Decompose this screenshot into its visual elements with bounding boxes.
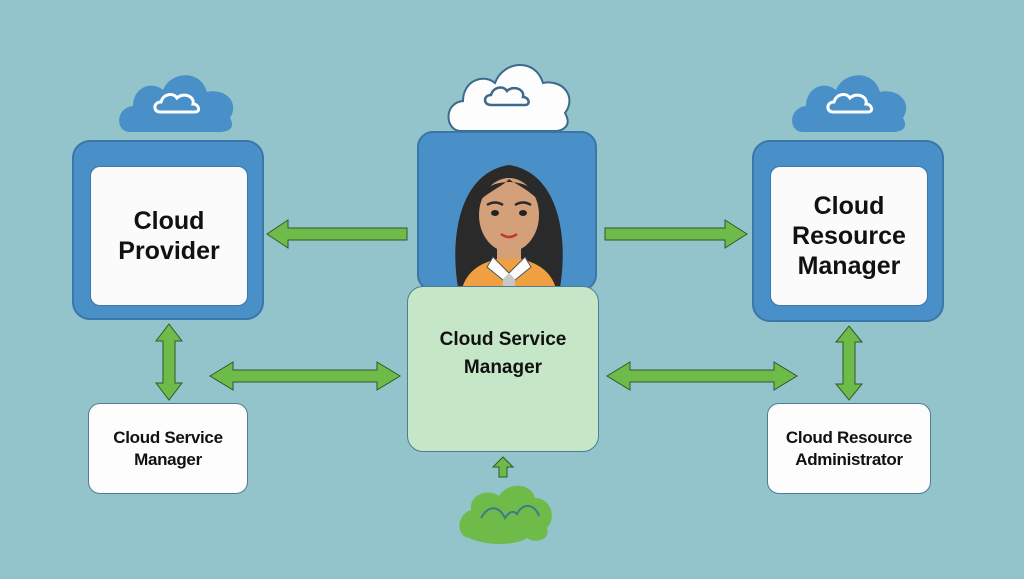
arrow-resource-manager-to-administrator [834,325,864,401]
crm-label-3: Manager [797,252,901,280]
csm-left-label-1: Cloud Service [113,427,223,447]
cra-label-1: Cloud Resource [785,427,913,447]
arrow-person-to-provider [266,219,408,249]
arrow-person-to-resource-manager [604,219,748,249]
arrow-csm-left-to-center [209,361,401,391]
csm-left-label-2: Manager [134,449,202,469]
csm-center-label-1: Cloud Service [439,329,567,350]
csm-center-label-2: Manager [463,357,543,378]
arrow-bottom-cloud-to-center [491,456,515,478]
cra-label-2: Administrator [795,449,903,469]
cloud-service-manager-left-node[interactable]: Cloud Service Manager [88,403,248,494]
cloud-resource-administrator-node[interactable]: Cloud Resource Administrator [767,403,931,494]
cloud-icon [447,64,571,132]
cloud-provider-label-2: Provider [118,237,220,265]
green-cloud-icon [459,485,552,544]
cloud-resource-manager-node[interactable]: Cloud Resource Manager [752,140,944,322]
cloud-service-manager-center-node[interactable]: Cloud Service Manager [407,286,599,452]
crm-label-1: Cloud [813,192,885,220]
cloud-icon [119,75,234,132]
person-node[interactable] [417,131,597,291]
crm-label-2: Resource [792,222,906,250]
arrow-center-to-administrator [606,361,798,391]
cloud-provider-node[interactable]: Cloud Provider [72,140,264,320]
cloud-provider-label-1: Cloud [133,207,205,235]
cloud-icon [792,75,907,132]
person-avatar [455,165,563,289]
arrow-provider-to-csm-left [154,323,184,401]
